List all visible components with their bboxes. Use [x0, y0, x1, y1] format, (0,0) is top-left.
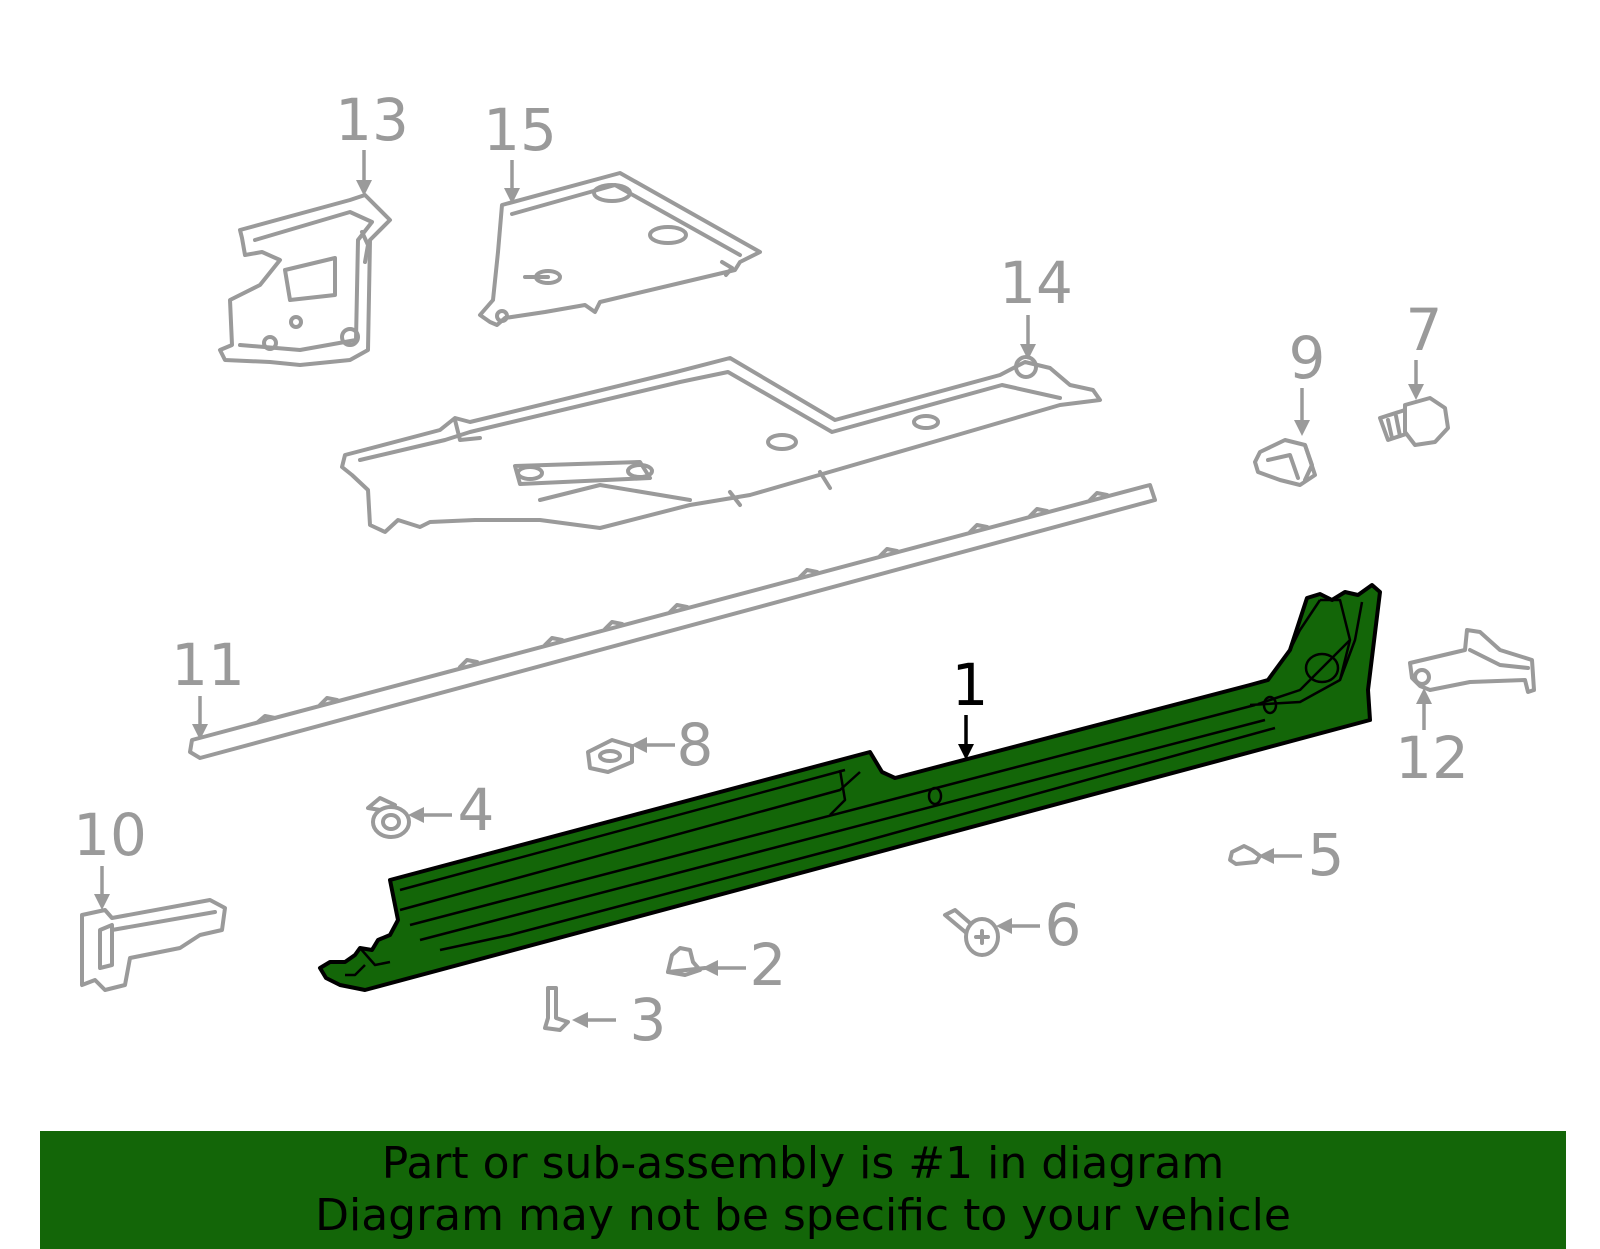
- part-12-bracket[interactable]: [1408, 628, 1536, 694]
- callout-13: 13: [335, 86, 409, 196]
- part-11-moulding[interactable]: [188, 483, 1157, 760]
- part-13-bracket[interactable]: [218, 193, 392, 367]
- callout-11-label: 11: [171, 631, 245, 699]
- notice-line-2: Diagram may not be specific to your vehi…: [315, 1190, 1291, 1241]
- callout-4-label: 4: [458, 776, 495, 844]
- callout-1-label: 1: [952, 651, 989, 719]
- callout-14-label: 14: [999, 249, 1073, 317]
- callout-15: 15: [483, 96, 557, 204]
- callout-5: 5: [1258, 821, 1344, 889]
- callout-9: 9: [1289, 324, 1326, 436]
- callout-10: 10: [73, 801, 147, 910]
- notice-line-1: Part or sub-assembly is #1 in diagram: [381, 1138, 1225, 1189]
- part-5-clip[interactable]: [1228, 844, 1262, 866]
- callout-13-label: 13: [335, 86, 409, 154]
- callout-2: 2: [702, 931, 786, 999]
- callout-5-label: 5: [1308, 821, 1345, 889]
- part-7-bolt[interactable]: [1378, 396, 1450, 447]
- part-4-clip[interactable]: [366, 796, 411, 839]
- callout-12: 12: [1395, 688, 1469, 792]
- callout-7-label: 7: [1406, 296, 1443, 364]
- callout-3: 3: [572, 986, 666, 1054]
- callout-10-label: 10: [73, 801, 147, 869]
- callout-4: 4: [408, 776, 494, 844]
- part-10-bracket[interactable]: [80, 898, 227, 992]
- part-3-pin[interactable]: [543, 986, 570, 1032]
- callout-12-label: 12: [1395, 724, 1469, 792]
- part-6-screw[interactable]: [943, 908, 1000, 957]
- callout-6-label: 6: [1045, 891, 1082, 959]
- part-8-grommet[interactable]: [586, 738, 634, 774]
- part-9-clip[interactable]: [1253, 438, 1317, 487]
- callout-3-label: 3: [630, 986, 667, 1054]
- notice-banner: Part or sub-assembly is #1 in diagram Di…: [40, 1131, 1566, 1249]
- callout-2-label: 2: [750, 931, 787, 999]
- callout-8-label: 8: [677, 711, 714, 779]
- part-14-under-panel[interactable]: [340, 355, 1102, 534]
- callout-9-label: 9: [1289, 324, 1326, 392]
- callout-8: 8: [631, 711, 713, 779]
- callout-1: 1: [952, 651, 989, 760]
- part-2-retainer[interactable]: [666, 946, 707, 977]
- callout-11: 11: [171, 631, 245, 740]
- callout-7: 7: [1406, 296, 1443, 400]
- part-15-shield[interactable]: [478, 171, 762, 327]
- part-1-rocker-panel[interactable]: [318, 583, 1382, 992]
- callout-14: 14: [999, 249, 1073, 360]
- callout-15-label: 15: [483, 96, 557, 164]
- callout-6: 6: [996, 891, 1081, 959]
